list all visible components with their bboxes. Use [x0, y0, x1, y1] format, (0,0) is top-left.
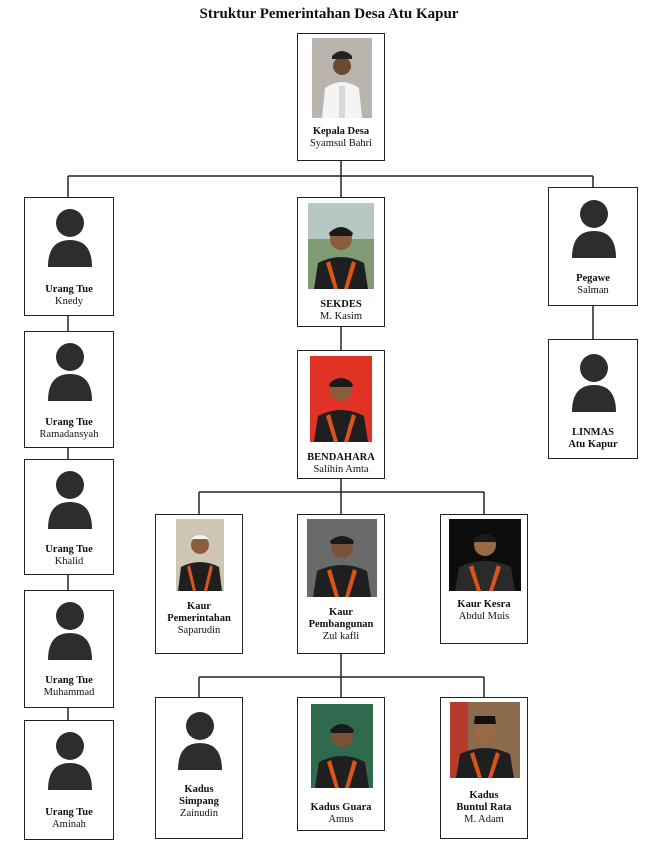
org-node-kaur-pembangunan: Kaur Pembangunan Zul kafli — [297, 514, 385, 654]
kaur-pembangunan-name: Zul kafli — [322, 631, 360, 642]
person-silhouette-icon — [569, 350, 619, 412]
kadus-guara-photo — [311, 704, 373, 788]
urang-tue-4-name: Muhammad — [43, 687, 95, 698]
org-node-kadus-buntul-rata: Kadus Buntul Rata M. Adam — [440, 697, 528, 839]
kadus-simpang-role-line2: Simpang — [179, 796, 219, 807]
org-node-kadus-guara: Kadus Guara Amus — [297, 697, 385, 831]
chart-title: Struktur Pemerintahan Desa Atu Kapur — [199, 6, 459, 22]
pegawe-role: Pegawe — [576, 273, 610, 284]
org-node-urang-tue-3: Urang Tue Khalid — [24, 459, 114, 575]
org-node-urang-tue-5: Urang Tue Aminah — [24, 720, 114, 840]
kaur-kesra-name: Abdul Muis — [458, 611, 510, 622]
org-node-pegawe: Pegawe Salman — [548, 187, 638, 306]
org-node-kaur-kesra: Kaur Kesra Abdul Muis — [440, 514, 528, 644]
org-node-kepala-desa: Kepala Desa Syamsul Bahri — [297, 33, 385, 161]
org-node-kadus-simpang: Kadus Simpang Zainudin — [155, 697, 243, 839]
kepala-desa-photo — [312, 38, 372, 118]
kadus-simpang-name: Zainudin — [180, 808, 218, 819]
sekdes-photo — [308, 203, 374, 289]
kadus-buntul-rata-role-line2: Buntul Rata — [456, 802, 512, 813]
person-silhouette-icon — [45, 467, 95, 529]
kaur-pembangunan-photo — [307, 519, 377, 597]
bendahara-photo — [310, 356, 372, 442]
kaur-pemerintahan-photo — [176, 519, 224, 591]
urang-tue-1-role: Urang Tue — [45, 284, 93, 295]
person-silhouette-icon — [45, 598, 95, 660]
kaur-pemerintahan-role: Kaur — [187, 601, 211, 612]
org-node-linmas: LINMAS Atu Kapur — [548, 339, 638, 459]
org-node-urang-tue-4: Urang Tue Muhammad — [24, 590, 114, 708]
kepala-desa-role: Kepala Desa — [312, 126, 370, 137]
person-silhouette-icon — [175, 708, 225, 770]
kadus-guara-name: Amus — [328, 814, 354, 825]
org-node-kaur-pemerintahan: Kaur Pemerintahan Saparudin — [155, 514, 243, 654]
urang-tue-4-role: Urang Tue — [45, 675, 93, 686]
kaur-pembangunan-role-line2: Pembangunan — [308, 619, 374, 630]
urang-tue-2-role: Urang Tue — [45, 417, 93, 428]
sekdes-name: M. Kasim — [320, 311, 362, 322]
kaur-pemerintahan-name: Saparudin — [177, 625, 221, 636]
kadus-buntul-rata-role: Kadus — [469, 790, 499, 801]
org-node-sekdes: SEKDES M. Kasim — [297, 197, 385, 327]
urang-tue-3-role: Urang Tue — [45, 544, 93, 555]
person-silhouette-icon — [45, 339, 95, 401]
kadus-buntul-rata-photo — [450, 702, 520, 778]
kaur-kesra-photo — [449, 519, 521, 591]
kaur-pembangunan-role: Kaur — [329, 607, 353, 618]
urang-tue-1-name: Knedy — [55, 296, 83, 307]
person-silhouette-icon — [569, 196, 619, 258]
kepala-desa-name: Syamsul Bahri — [309, 138, 373, 149]
org-node-bendahara: BENDAHARA Salihin Amta — [297, 350, 385, 479]
sekdes-role: SEKDES — [320, 299, 362, 310]
kadus-simpang-role: Kadus — [184, 784, 214, 795]
urang-tue-3-name: Khalid — [54, 556, 84, 567]
urang-tue-5-role: Urang Tue — [45, 807, 93, 818]
kaur-kesra-role: Kaur Kesra — [457, 599, 511, 610]
org-node-urang-tue-1: Urang Tue Knedy — [24, 197, 114, 316]
kadus-buntul-rata-name: M. Adam — [464, 814, 504, 825]
person-silhouette-icon — [45, 728, 95, 790]
kadus-guara-role: Kadus Guara — [310, 802, 372, 813]
linmas-role-line2: Atu Kapur — [568, 439, 618, 450]
bendahara-name: Salihin Amta — [313, 464, 369, 475]
kaur-pemerintahan-role-line2: Pemerintahan — [167, 613, 231, 624]
urang-tue-5-name: Aminah — [52, 819, 86, 830]
pegawe-name: Salman — [577, 285, 609, 296]
person-silhouette-icon — [45, 205, 95, 267]
org-node-urang-tue-2: Urang Tue Ramadansyah — [24, 331, 114, 448]
linmas-role: LINMAS — [571, 427, 614, 438]
urang-tue-2-name: Ramadansyah — [39, 429, 99, 440]
bendahara-role: BENDAHARA — [307, 452, 375, 463]
